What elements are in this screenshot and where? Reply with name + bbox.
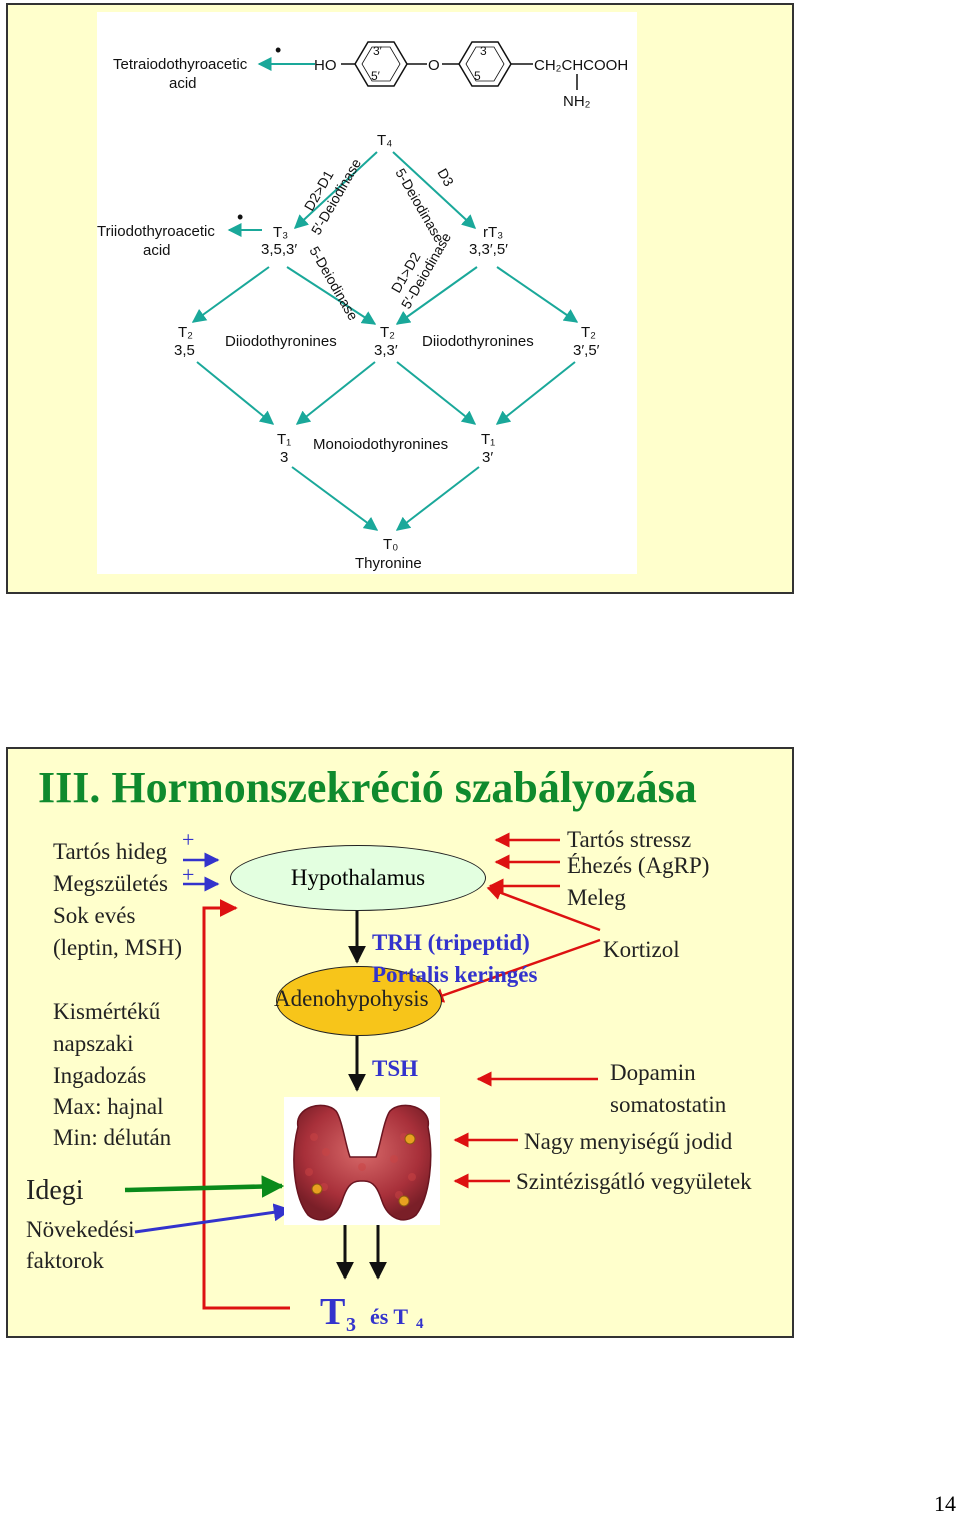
thyroid-svg [284, 1097, 440, 1225]
ring2-pos-3: 3 [480, 44, 487, 58]
t4-subscript: 4 [416, 1316, 424, 1332]
arrow-t4-t3 [293, 151, 378, 229]
dot-1: • [275, 40, 281, 60]
tetraiodothyroacetic-label-1: Tetraiodothyroacetic [113, 56, 248, 73]
t4-label: T₄ [377, 132, 392, 149]
diiodo-left: Diiodothyronines [225, 333, 337, 350]
growth-factors-1: Növekedési [26, 1217, 135, 1242]
portal-label: Portalis keringés [372, 962, 538, 987]
page-number: 14 [934, 1491, 956, 1516]
arrow-kortizol-adeno [428, 938, 601, 1003]
nh2-label: NH₂ [563, 93, 591, 110]
t2c-name: T₂ [581, 324, 596, 341]
slide-regulation [6, 747, 794, 1338]
trh-label: TRH (tripeptid) [372, 930, 530, 955]
t2b-positions: 3,3′ [374, 342, 398, 359]
triac-label-2: acid [143, 242, 171, 259]
ho-label: HO [314, 57, 337, 74]
diiodo-right: Diiodothyronines [422, 333, 534, 350]
triac-label-1: Triiodothyroacetic [97, 223, 215, 240]
o-label: O [428, 57, 440, 74]
dopamin-label: Dopamin [610, 1060, 696, 1085]
arrow-t4-rt3 [392, 151, 477, 229]
plus-sign-1: + [182, 827, 195, 852]
t1a-positions: 3 [280, 449, 288, 466]
somatostatin-label: somatostatin [610, 1092, 727, 1117]
adenohypophysis-label: Adenohypohysis [274, 986, 429, 1011]
ring1-pos-3prime: 3′ [373, 44, 383, 58]
arrow-t1b-t0 [395, 466, 480, 531]
arrow-t2c-t1b [495, 361, 576, 425]
hypothalamus-node: Hypothalamus [230, 845, 486, 911]
right-warmth: Meleg [567, 885, 626, 910]
dot-2: • [237, 207, 243, 227]
right-stress: Tartós stressz [567, 827, 692, 852]
left-item-cold: Tartós hideg [53, 839, 168, 864]
t1b-name: T₁ [481, 431, 495, 448]
t3-subscript: 3 [346, 1314, 356, 1336]
t3-positions: 3,5,3′ [261, 241, 297, 258]
t2a-positions: 3,5 [174, 342, 195, 359]
rt3-positions: 3,3′,5′ [469, 241, 508, 258]
mono-label: Monoiodothyronines [313, 436, 448, 453]
arrow-t2b-t1b [396, 361, 477, 425]
plus-sign-2: + [182, 862, 195, 887]
tetraiodothyroacetic-label-2: acid [169, 75, 197, 92]
deiodination-svg: Tetraiodothyroacetic acid • HO 3′ 5′ O 3… [97, 40, 628, 572]
right-hunger: Éhezés (AgRP) [567, 853, 710, 878]
circadian-3: Ingadozás [53, 1063, 147, 1088]
arrow-t3-t2a [191, 266, 270, 323]
circadian-1: Kismértékű [53, 999, 161, 1024]
deiodination-diagram: Tetraiodothyroacetic acid • HO 3′ 5′ O 3… [97, 12, 637, 574]
growth-factors-2: faktorok [26, 1248, 104, 1273]
t2c-positions: 3′,5′ [573, 342, 600, 359]
t4-text: és T [370, 1304, 409, 1329]
circadian-5: Min: délután [53, 1125, 172, 1150]
circadian-4: Max: hajnal [53, 1094, 164, 1119]
left-item-leptin: (leptin, MSH) [53, 935, 183, 960]
slide-deiodination: Tetraiodothyroacetic acid • HO 3′ 5′ O 3… [6, 3, 794, 594]
jodid-label: Nagy menyiségű jodid [524, 1129, 733, 1154]
hypothalamus-label: Hypothalamus [290, 865, 426, 890]
rt3-name: rT₃ [483, 224, 503, 241]
adenohypophysis-node [276, 966, 442, 1036]
side-chain-label: CH₂CHCOOH [534, 57, 628, 74]
t3-name: T₃ [273, 224, 288, 241]
left-item-eating: Sok evés [53, 903, 136, 928]
t1a-name: T₁ [277, 431, 291, 448]
t2a-name: T₂ [178, 324, 193, 341]
enzyme-d3: D3 [434, 166, 457, 190]
t0-label: Thyronine [355, 555, 422, 572]
page-title: III. Hormonszekréció szabályozása [38, 763, 697, 812]
t1b-positions: 3′ [482, 449, 493, 466]
arrow-rt3-t2c [496, 266, 579, 323]
arrow-t2b-t1a [295, 361, 376, 425]
arrow-neural [124, 1175, 285, 1198]
t0-name: T₀ [383, 536, 398, 553]
ring1-pos-5prime: 5′ [371, 69, 381, 83]
tsh-label: TSH [372, 1056, 419, 1081]
arrow-t3-t2b [286, 266, 377, 325]
thyroid-gland-image [284, 1097, 440, 1225]
arrow-t2a-t1a [196, 361, 275, 425]
arrow-rt3-t2b [395, 266, 478, 325]
szintezis-label: Szintézisgátló vegyületek [516, 1169, 752, 1194]
arrow-kortizol-hypothalamus [486, 885, 601, 932]
neural-label: Idegi [26, 1175, 84, 1206]
arrow-growth-factors [134, 1203, 292, 1234]
t3-big-letter: T [320, 1291, 346, 1333]
ring2-pos-5: 5 [474, 69, 481, 83]
feedback-bracket [202, 899, 290, 1310]
t2b-name: T₂ [380, 324, 395, 341]
left-item-birth: Megszületés [53, 871, 168, 896]
kortizol-label: Kortizol [603, 937, 680, 962]
arrow-t1a-t0 [291, 466, 379, 531]
circadian-2: napszaki [53, 1031, 134, 1056]
